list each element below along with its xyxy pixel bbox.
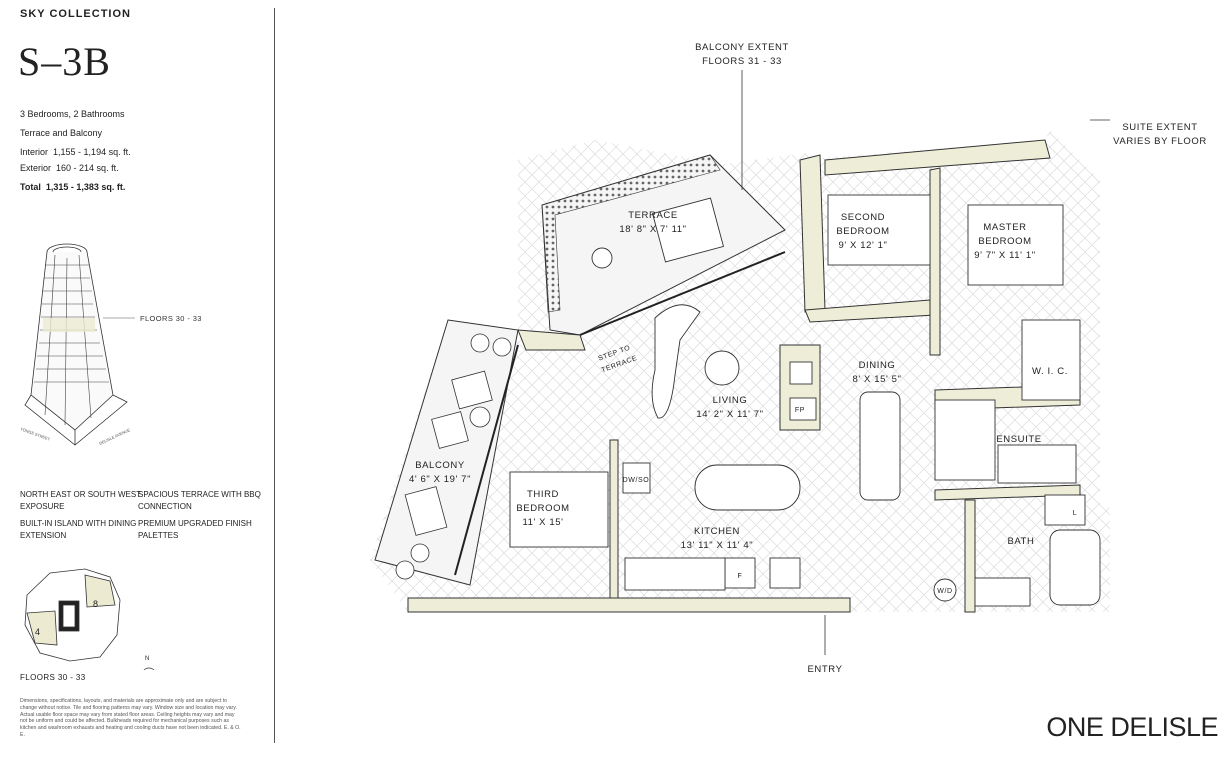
spec-total: Total 1,315 - 1,383 sq. ft. (20, 182, 125, 192)
dining-table (859, 391, 901, 501)
terrace-glazing (579, 251, 786, 336)
disclaimer: Dimensions, specifications, layouts, and… (20, 698, 241, 738)
spec-exterior: Exterior 160 - 214 sq. ft. (20, 163, 119, 173)
living-dim: 14' 2" X 11' 7" (696, 409, 763, 420)
info-panel: SKY COLLECTION S–3B 3 Bedrooms, 2 Bathro… (0, 0, 275, 761)
keyplan-unit-4 (26, 610, 58, 646)
terrace-planter (541, 154, 721, 313)
floor-plan: BALCONY EXTENT FLOORS 31 - 33 SUITE EXTE… (370, 42, 1207, 675)
balcony-dim: 4' 6" X 19' 7" (409, 474, 471, 485)
suite-extent-label: SUITE EXTENT (1122, 122, 1197, 133)
ensuite-label: ENSUITE (996, 434, 1041, 445)
wic-label: W. I. C. (1032, 366, 1068, 377)
balcony-extent-floors: FLOORS 31 - 33 (702, 56, 782, 67)
bath-label: BATH (1007, 536, 1034, 547)
balcony-glazing (454, 344, 519, 576)
keyplan-unit-8 (84, 574, 116, 608)
third-bedroom-dim: 11' X 15' (522, 517, 563, 528)
master-bedroom-bed (967, 204, 1064, 286)
tower-illustration: FLOORS 30 - 33 YONGE STREET DELISLE AVEN… (20, 243, 202, 446)
living-label: LIVING (713, 395, 748, 406)
kitchen-island (694, 464, 801, 511)
linen-closet (1044, 494, 1086, 526)
total-label: Total (20, 182, 41, 192)
fp-label: FP (795, 407, 805, 414)
balcony-label: BALCONY (415, 460, 465, 471)
spec-outdoor: Terrace and Balcony (20, 128, 103, 138)
master-bedroom-dim: 9' 7" X 11' 1" (974, 250, 1035, 261)
shower (934, 399, 996, 481)
exterior-value: 160 - 214 sq. ft. (56, 163, 119, 173)
second-bedroom-label-1: SECOND (841, 212, 885, 223)
kitchen-label: KITCHEN (694, 526, 740, 537)
feature-1: NORTH EAST OR SOUTH WEST EXPOSURE (20, 490, 141, 511)
terrace-table (652, 197, 724, 263)
fireplace-box (789, 397, 817, 421)
storage-box (789, 361, 813, 385)
terrace-side-table (591, 247, 613, 269)
north-arrow-icon (143, 667, 155, 670)
sofa (651, 304, 701, 419)
feature-4: PREMIUM UPGRADED FINISH PALETTES (138, 519, 252, 540)
washer-dryer-label: W/D (937, 588, 952, 595)
suite-extent-floors: VARIES BY FLOOR (1113, 136, 1207, 147)
walk-in-closet (1021, 319, 1081, 401)
street-yonge: YONGE STREET (20, 426, 52, 442)
feature-2: SPACIOUS TERRACE WITH BBQ CONNECTION (138, 490, 261, 511)
interior-value: 1,155 - 1,194 sq. ft. (53, 147, 131, 157)
divider (274, 8, 275, 743)
second-bedroom-bed (827, 194, 931, 266)
key-plan: 8 4 N (24, 568, 155, 670)
total-value: 1,315 - 1,383 sq. ft. (45, 182, 126, 192)
master-bedroom-label-1: MASTER (983, 222, 1026, 233)
dishwasher-box (622, 462, 651, 494)
street-delisle: DELISLE AVENUE (98, 427, 131, 446)
dwso-label: DW/SO (623, 477, 650, 484)
third-bedroom-label-2: BEDROOM (516, 503, 569, 514)
spec-interior: Interior 1,155 - 1,194 sq. ft. (20, 147, 131, 157)
coffee-table (704, 350, 740, 386)
third-bedroom-label-1: THIRD (527, 489, 559, 500)
second-bedroom-label-2: BEDROOM (836, 226, 889, 237)
linen-label: L (1073, 510, 1078, 517)
entry-label: ENTRY (807, 664, 842, 675)
brand-logo: ONE DELISLE (1046, 712, 1218, 742)
collection-title: SKY COLLECTION (20, 8, 131, 20)
fridge-label: F (738, 573, 743, 580)
kitchen-counter (624, 557, 726, 591)
tower-floors-label: FLOORS 30 - 33 (140, 314, 202, 323)
exterior-label: Exterior (20, 163, 52, 173)
unit-4-label: 4 (35, 627, 40, 637)
dining-dim: 8' X 15' 5" (853, 374, 902, 385)
ensuite-vanity (997, 444, 1077, 484)
suite-name: S–3B (18, 39, 111, 84)
bathtub (1049, 529, 1101, 606)
unit-8-label: 8 (93, 599, 98, 609)
dining-label: DINING (859, 360, 896, 371)
third-bedroom-bed (509, 471, 609, 548)
spec-bedrooms: 3 Bedrooms, 2 Bathrooms (20, 109, 125, 119)
north-label: N (145, 656, 149, 662)
terrace-label: TERRACE (628, 210, 678, 221)
highlighted-floors (43, 318, 95, 332)
pantry-box (769, 557, 801, 589)
keyplan-floors-label: FLOORS 30 - 33 (20, 673, 86, 682)
terrace-dim: 18' 8" X 7' 11" (619, 224, 686, 235)
bath-vanity (974, 577, 1031, 607)
second-bedroom-dim: 9' X 12' 1" (839, 240, 888, 251)
interior-label: Interior (20, 147, 49, 157)
feature-3: BUILT-IN ISLAND WITH DINING EXTENSION (20, 519, 137, 540)
master-bedroom-label-2: BEDROOM (978, 236, 1031, 247)
washer-dryer (933, 578, 957, 602)
balcony-extent-label: BALCONY EXTENT (695, 42, 789, 53)
kitchen-dim: 13' 11" X 11' 4" (681, 540, 753, 551)
